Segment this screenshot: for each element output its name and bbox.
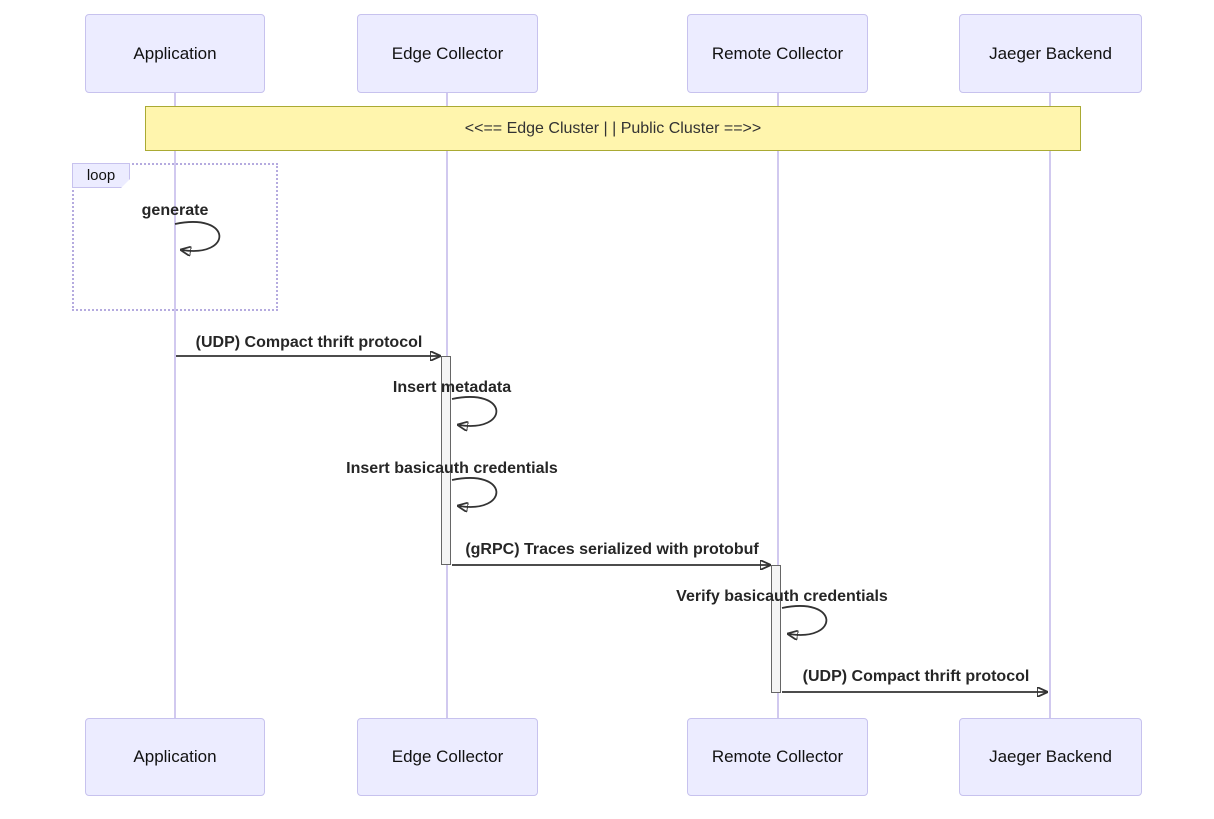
message-label-insert-metadata: Insert metadata bbox=[392, 379, 512, 396]
participant-top-edge-collector: Edge Collector bbox=[357, 14, 538, 93]
message-label-udp-thrift-2: (UDP) Compact thrift protocol bbox=[802, 668, 1030, 685]
participant-bottom-jaeger-backend: Jaeger Backend bbox=[959, 718, 1142, 796]
self-arc-verify-basicauth bbox=[781, 605, 828, 635]
message-label-generate: generate bbox=[141, 202, 209, 219]
participant-label: Application bbox=[133, 43, 217, 63]
participant-bottom-edge-collector: Edge Collector bbox=[357, 718, 538, 796]
self-arc-insert-basicauth bbox=[451, 477, 498, 507]
participant-label: Jaeger Backend bbox=[989, 747, 1112, 766]
message-label-udp-thrift-1: (UDP) Compact thrift protocol bbox=[195, 334, 423, 351]
cluster-note-text: <<== Edge Cluster | | Public Cluster ==>… bbox=[464, 119, 762, 137]
lifeline-jaeger-backend bbox=[1049, 93, 1051, 718]
message-label-insert-basicauth: Insert basicauth credentials bbox=[346, 460, 558, 477]
cluster-note: <<== Edge Cluster | | Public Cluster ==>… bbox=[145, 106, 1081, 151]
participant-bottom-application: Application bbox=[85, 718, 265, 796]
self-arc-insert-metadata bbox=[451, 396, 498, 426]
lifeline-application bbox=[174, 93, 176, 718]
participant-label: Application bbox=[133, 747, 217, 766]
message-label-verify-basicauth: Verify basicauth credentials bbox=[676, 588, 888, 605]
participant-label: Remote Collector bbox=[711, 747, 844, 766]
lifeline-remote-collector bbox=[777, 93, 779, 718]
participant-label: Edge Collector bbox=[391, 43, 504, 63]
activation-edge-collector bbox=[441, 356, 451, 565]
participant-label: Jaeger Backend bbox=[989, 43, 1112, 63]
activation-remote-collector bbox=[771, 565, 781, 693]
participant-bottom-remote-collector: Remote Collector bbox=[687, 718, 868, 796]
loop-label: loop bbox=[86, 167, 116, 184]
participant-top-application: Application bbox=[85, 14, 265, 93]
message-label-grpc-protobuf: (gRPC) Traces serialized with protobuf bbox=[465, 541, 759, 558]
participant-top-remote-collector: Remote Collector bbox=[687, 14, 868, 93]
participant-label: Edge Collector bbox=[391, 747, 504, 766]
participant-top-jaeger-backend: Jaeger Backend bbox=[959, 14, 1142, 93]
participant-label: Remote Collector bbox=[711, 43, 844, 63]
loop-label-tab: loop bbox=[72, 163, 130, 188]
loop-frame bbox=[72, 163, 278, 311]
